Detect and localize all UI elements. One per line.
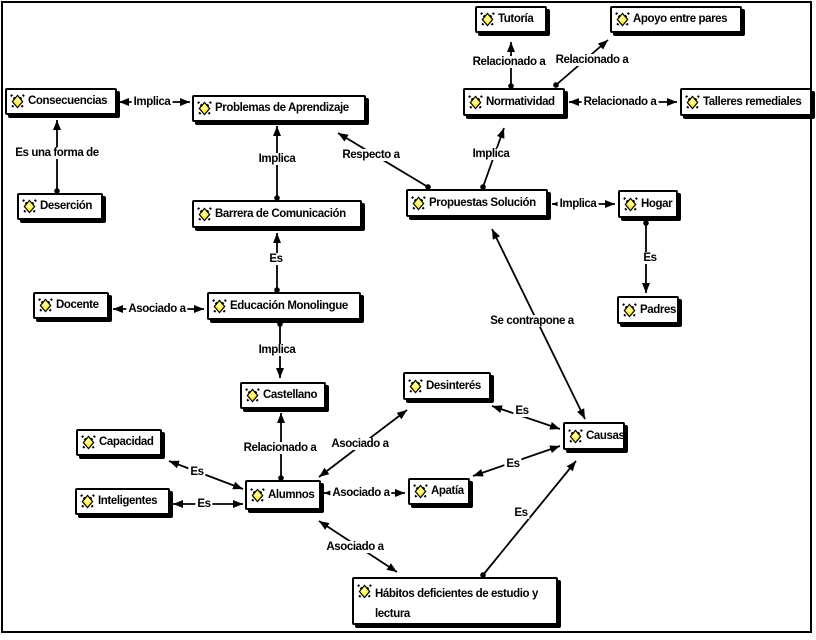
sparkle-diamond-icon: [245, 388, 260, 403]
concept-label-problemas-aprendizaje: Problemas de Aprendizaje: [215, 102, 349, 115]
link-label-educacion-implica-castellano[interactable]: Implica: [256, 344, 298, 356]
sparkle-diamond-icon: [615, 12, 630, 27]
concept-label-desinteres: Desinterés: [426, 379, 481, 392]
concept-label-alumnos: Alumnos: [268, 488, 315, 501]
concept-node-docente[interactable]: Docente: [33, 292, 109, 319]
concept-label-castellano: Castellano: [263, 389, 318, 402]
sparkle-diamond-icon: [480, 12, 495, 27]
concept-node-normatividad[interactable]: Normatividad: [463, 88, 565, 116]
concept-label-apatia: Apatía: [431, 485, 464, 498]
concept-node-hogar[interactable]: Hogar: [618, 190, 678, 218]
sparkle-diamond-icon: [568, 428, 583, 444]
concept-label-normatividad: Normatividad: [486, 95, 555, 108]
concept-label-talleres-remediales: Talleres remediales: [703, 95, 802, 108]
link-label-normatividad-relacionado-talleres[interactable]: Relacionado a: [581, 96, 659, 108]
link-label-alumnos-asociado-apatia[interactable]: Asociado a: [330, 487, 392, 499]
link-label-propuestas-respecto-problemas[interactable]: Respecto a: [340, 149, 402, 161]
concept-node-habitos-deficientes[interactable]: Hábitos deficientes de estudio y lectura: [352, 577, 558, 625]
link-label-alumnos-es-capacidad[interactable]: Es: [188, 466, 206, 478]
concept-label-consecuencias: Consecuencias: [28, 95, 108, 108]
link-line-alumnos-es-capacidad[interactable]: [168, 460, 244, 490]
concept-node-barrera-comunicacion[interactable]: Barrera de Comunicación: [192, 200, 362, 228]
sparkle-diamond-icon: [197, 101, 212, 116]
link-label-habitos-es-causas[interactable]: Es: [512, 507, 530, 519]
link-label-educacion-es-barrera[interactable]: Es: [267, 253, 285, 265]
link-label-propuestas-implica-hogar[interactable]: Implica: [557, 198, 599, 210]
concept-node-causas[interactable]: Causas: [563, 422, 625, 450]
concept-node-desinteres[interactable]: Desinterés: [403, 372, 491, 400]
concept-node-padres[interactable]: Padres: [617, 296, 679, 324]
sparkle-diamond-icon: [80, 494, 95, 509]
concept-label-tutoria: Tutoría: [498, 13, 534, 26]
sparkle-diamond-icon: [357, 584, 372, 599]
link-label-educacion-asociado-docente[interactable]: Asociado a: [126, 303, 188, 315]
link-label-propuestas-implica-normatividad[interactable]: Implica: [470, 148, 512, 160]
link-label-causas-se-contrapone-propuestas[interactable]: Se contrapone a: [488, 315, 576, 327]
concept-label-habitos-deficientes: Hábitos deficientes de estudio y lectura: [375, 588, 538, 620]
concept-node-castellano[interactable]: Castellano: [240, 382, 326, 409]
concept-label-capacidad: Capacidad: [99, 436, 154, 449]
concept-node-apatia[interactable]: Apatía: [408, 478, 470, 505]
link-line-desinteres-es-causas[interactable]: [491, 405, 561, 430]
concept-label-desercion: Deserción: [40, 200, 93, 213]
concept-node-desercion[interactable]: Deserción: [17, 193, 103, 220]
link-label-desinteres-es-causas[interactable]: Es: [513, 405, 531, 417]
concept-label-hogar: Hogar: [641, 197, 673, 210]
concept-node-educacion-monolingue[interactable]: Educación Monolingue: [207, 292, 361, 320]
concept-label-educacion-monolingue: Educación Monolingue: [230, 299, 348, 312]
sparkle-diamond-icon: [250, 487, 265, 503]
concept-label-docente: Docente: [56, 299, 99, 312]
sparkle-diamond-icon: [622, 302, 637, 318]
link-label-alumnos-asociado-desinteres[interactable]: Asociado a: [329, 438, 391, 450]
link-label-hogar-es-padres[interactable]: Es: [641, 252, 659, 264]
link-label-barrera-implica-problemas[interactable]: Implica: [256, 153, 298, 165]
concept-label-apoyo-entre-pares: Apoyo entre pares: [633, 13, 728, 26]
sparkle-diamond-icon: [468, 94, 483, 110]
sparkle-diamond-icon: [22, 199, 37, 214]
link-label-problemas-implica-consecuencias[interactable]: Implica: [131, 96, 173, 108]
concept-node-talleres-remediales[interactable]: Talleres remediales: [680, 88, 812, 116]
concept-node-alumnos[interactable]: Alumnos: [245, 480, 321, 510]
sparkle-diamond-icon: [38, 298, 53, 313]
sparkle-diamond-icon: [81, 435, 96, 450]
concept-label-padres: Padres: [640, 303, 676, 316]
concept-label-barrera-comunicacion: Barrera de Comunicación: [215, 207, 346, 220]
concept-node-problemas-aprendizaje[interactable]: Problemas de Aprendizaje: [192, 95, 366, 122]
concept-label-inteligentes: Inteligentes: [98, 495, 158, 508]
sparkle-diamond-icon: [411, 195, 426, 211]
link-label-normatividad-relacionado-tutoria[interactable]: Relacionado a: [470, 56, 548, 68]
link-label-alumnos-es-inteligentes[interactable]: Es: [195, 498, 213, 510]
sparkle-diamond-icon: [212, 298, 227, 314]
sparkle-diamond-icon: [685, 94, 700, 110]
sparkle-diamond-icon: [413, 484, 428, 499]
concept-label-propuestas-solucion: Propuestas Solución: [429, 196, 536, 209]
sparkle-diamond-icon: [10, 94, 25, 109]
concept-node-apoyo-entre-pares[interactable]: Apoyo entre pares: [610, 6, 742, 33]
link-label-alumnos-asociado-habitos[interactable]: Asociado a: [324, 541, 386, 553]
link-label-normatividad-relacionado-apoyo[interactable]: Relacionado a: [553, 54, 631, 66]
sparkle-diamond-icon: [197, 206, 212, 222]
concept-label-causas: Causas: [586, 429, 625, 442]
sparkle-diamond-icon: [408, 378, 423, 394]
link-label-desercion-es-una-forma-de[interactable]: Es una forma de: [13, 147, 101, 159]
concept-node-inteligentes[interactable]: Inteligentes: [75, 488, 170, 515]
concept-node-consecuencias[interactable]: Consecuencias: [5, 88, 117, 115]
concept-node-propuestas-solucion[interactable]: Propuestas Solución: [406, 189, 548, 217]
concept-node-capacidad[interactable]: Capacidad: [76, 429, 162, 456]
concept-node-tutoria[interactable]: Tutoría: [475, 6, 547, 33]
link-label-alumnos-relacionado-castellano[interactable]: Relacionado a: [241, 442, 319, 454]
sparkle-diamond-icon: [623, 196, 638, 212]
link-label-apatia-es-causas[interactable]: Es: [504, 458, 522, 470]
